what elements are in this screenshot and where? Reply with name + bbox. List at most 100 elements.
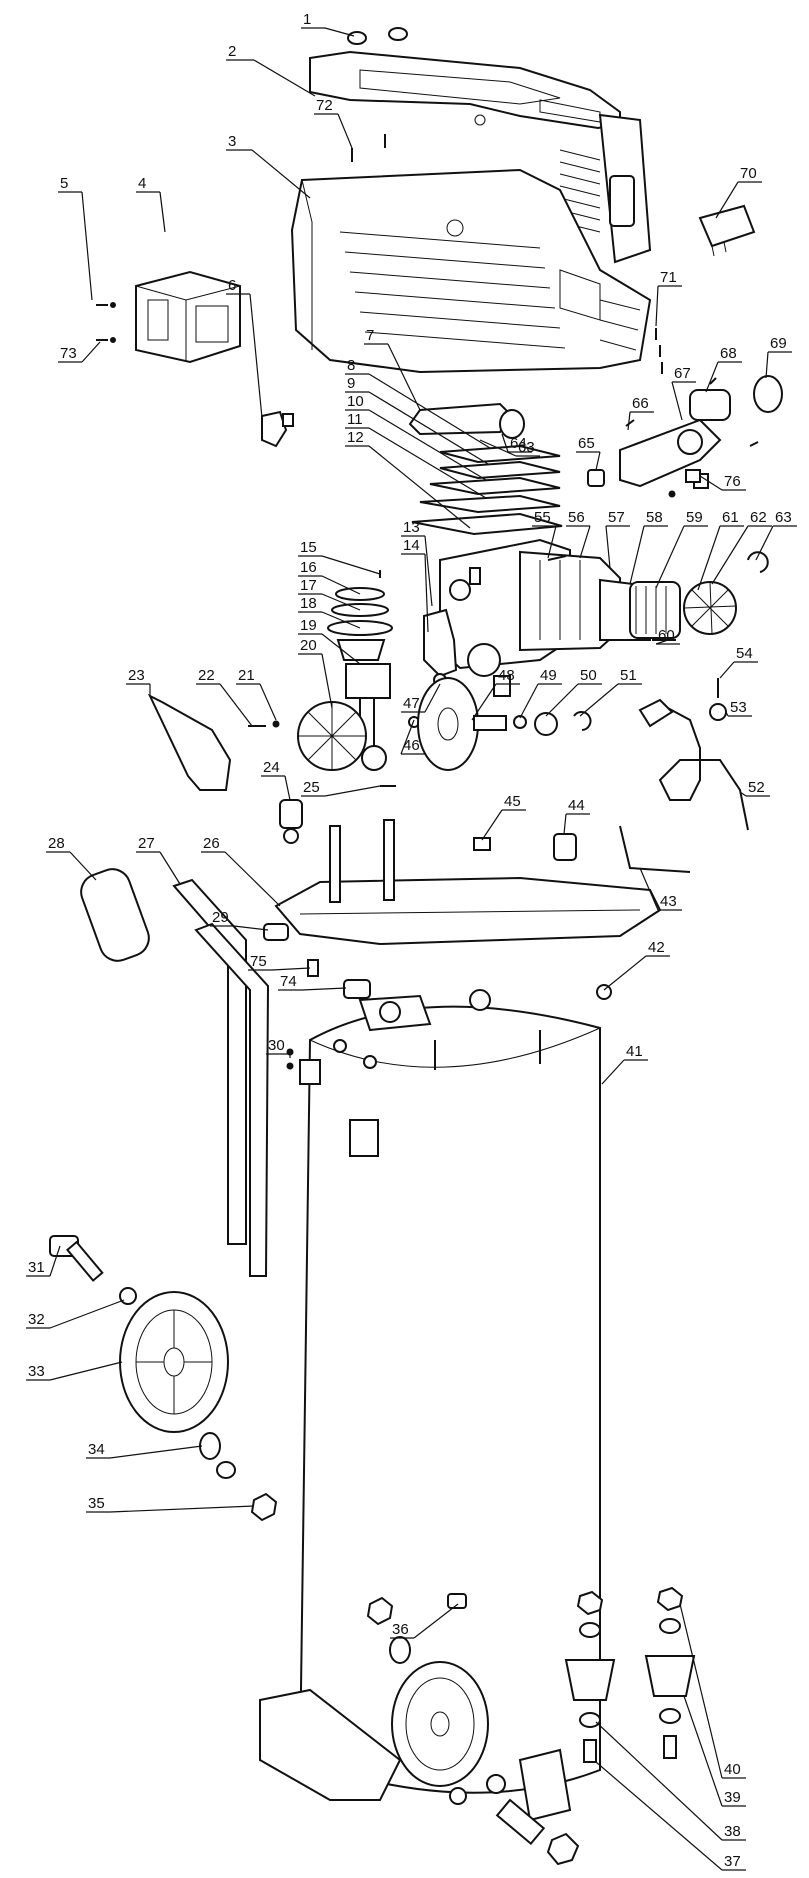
part-76 <box>685 469 701 483</box>
callout-34: 34 <box>86 1441 203 1459</box>
callout-leader-line <box>545 683 579 717</box>
callout-number: 26 <box>203 835 220 852</box>
callout-18: 18 <box>298 595 361 629</box>
callout-42: 42 <box>603 939 670 991</box>
callout-leader-line <box>603 955 647 991</box>
callout-leader-line <box>725 711 729 717</box>
callout-number: 37 <box>724 1853 741 1870</box>
callout-leader-line <box>69 851 97 881</box>
callout-number: 70 <box>740 165 757 182</box>
callout-leader-line <box>337 113 353 149</box>
part-45 <box>473 837 491 851</box>
part-washer-32 <box>119 1287 137 1305</box>
callout-leader-line <box>109 1505 255 1513</box>
callout-leader-line <box>301 987 347 991</box>
callout-number: 5 <box>60 175 68 192</box>
callout-number: 29 <box>212 909 229 926</box>
callout-40: 40 <box>679 1603 746 1779</box>
callout-leader-line <box>605 525 611 569</box>
callout-53: 53 <box>725 699 752 717</box>
callout-36: 36 <box>390 1603 459 1639</box>
callout-leader-line <box>259 683 277 721</box>
callout-50: 50 <box>545 667 602 717</box>
callout-number: 38 <box>724 1823 741 1840</box>
callout-number: 45 <box>504 793 521 810</box>
callout-number: 64 <box>510 435 527 452</box>
callout-number: 46 <box>403 737 420 754</box>
callout-leader-line <box>655 525 685 589</box>
callout-number: 36 <box>392 1621 409 1638</box>
callout-3: 3 <box>226 133 311 199</box>
callout-75: 75 <box>248 953 311 971</box>
callout-leader-line <box>109 1445 203 1459</box>
callout-leader-line <box>595 1761 723 1871</box>
part-washer <box>216 1461 236 1479</box>
callout-60: 60 <box>655 627 680 645</box>
callout-number: 42 <box>648 939 665 956</box>
callout-number: 48 <box>498 667 515 684</box>
callout-74: 74 <box>278 973 347 991</box>
callout-leader-line <box>547 525 557 559</box>
callout-9: 9 <box>345 375 489 465</box>
part-wheel-lower <box>366 1596 580 1866</box>
part-74 <box>343 979 371 999</box>
callout-13: 13 <box>401 519 433 607</box>
callout-65: 65 <box>576 435 601 471</box>
callout-20: 20 <box>298 637 333 709</box>
callout-66: 66 <box>627 395 654 431</box>
part-base-plate-26 <box>274 819 662 946</box>
callout-56: 56 <box>566 509 591 559</box>
callout-leader-line <box>471 683 497 721</box>
callout-number: 53 <box>730 699 747 716</box>
part-switch-70 <box>698 204 756 257</box>
callout-28: 28 <box>46 835 97 881</box>
callout-number: 22 <box>198 667 215 684</box>
callout-number: 12 <box>347 429 364 446</box>
part-flywheel <box>417 677 507 771</box>
callout-leader-line <box>501 433 509 453</box>
callout-7: 7 <box>364 327 421 411</box>
callout-29: 29 <box>210 909 269 931</box>
callout-number: 3 <box>228 133 236 150</box>
callout-number: 72 <box>316 97 333 114</box>
callout-leader-line <box>321 593 361 611</box>
callout-number: 27 <box>138 835 155 852</box>
callout-67: 67 <box>671 365 696 421</box>
callout-number: 16 <box>300 559 317 576</box>
callout-15: 15 <box>298 539 381 575</box>
callout-35: 35 <box>86 1495 255 1513</box>
callout-leader-line <box>671 381 683 421</box>
callout-16: 16 <box>298 559 361 595</box>
callout-leader-line <box>271 967 311 971</box>
callout-number: 58 <box>646 509 663 526</box>
callout-leader-line <box>324 27 355 37</box>
callout-57: 57 <box>605 509 630 569</box>
callout-33: 33 <box>26 1361 123 1381</box>
callout-51: 51 <box>579 667 642 717</box>
callout-leader-line <box>219 683 253 727</box>
callout-10: 10 <box>345 393 487 481</box>
callout-54: 54 <box>719 645 758 679</box>
callout-1: 1 <box>301 11 355 37</box>
callout-number: 28 <box>48 835 65 852</box>
callout-leader-line <box>479 439 517 457</box>
callout-leader-line <box>765 351 769 379</box>
callout-72: 72 <box>314 97 353 149</box>
callout-4: 4 <box>136 175 166 233</box>
callout-number: 13 <box>403 519 420 536</box>
callout-leader-line <box>424 553 429 633</box>
callout-number: 33 <box>28 1363 45 1380</box>
callout-leader-line <box>705 361 719 393</box>
callout-leader-line <box>368 427 487 499</box>
callout-number: 7 <box>366 327 374 344</box>
callout-number: 40 <box>724 1761 741 1778</box>
callout-71: 71 <box>655 269 682 327</box>
callout-leader-line <box>249 293 263 419</box>
callout-number: 19 <box>300 617 317 634</box>
callout-number: 50 <box>580 667 597 684</box>
callout-leader-line <box>321 653 333 709</box>
callout-number: 63 <box>775 509 792 526</box>
callout-number: 56 <box>568 509 585 526</box>
callout-number: 55 <box>534 509 551 526</box>
callout-number: 10 <box>347 393 364 410</box>
